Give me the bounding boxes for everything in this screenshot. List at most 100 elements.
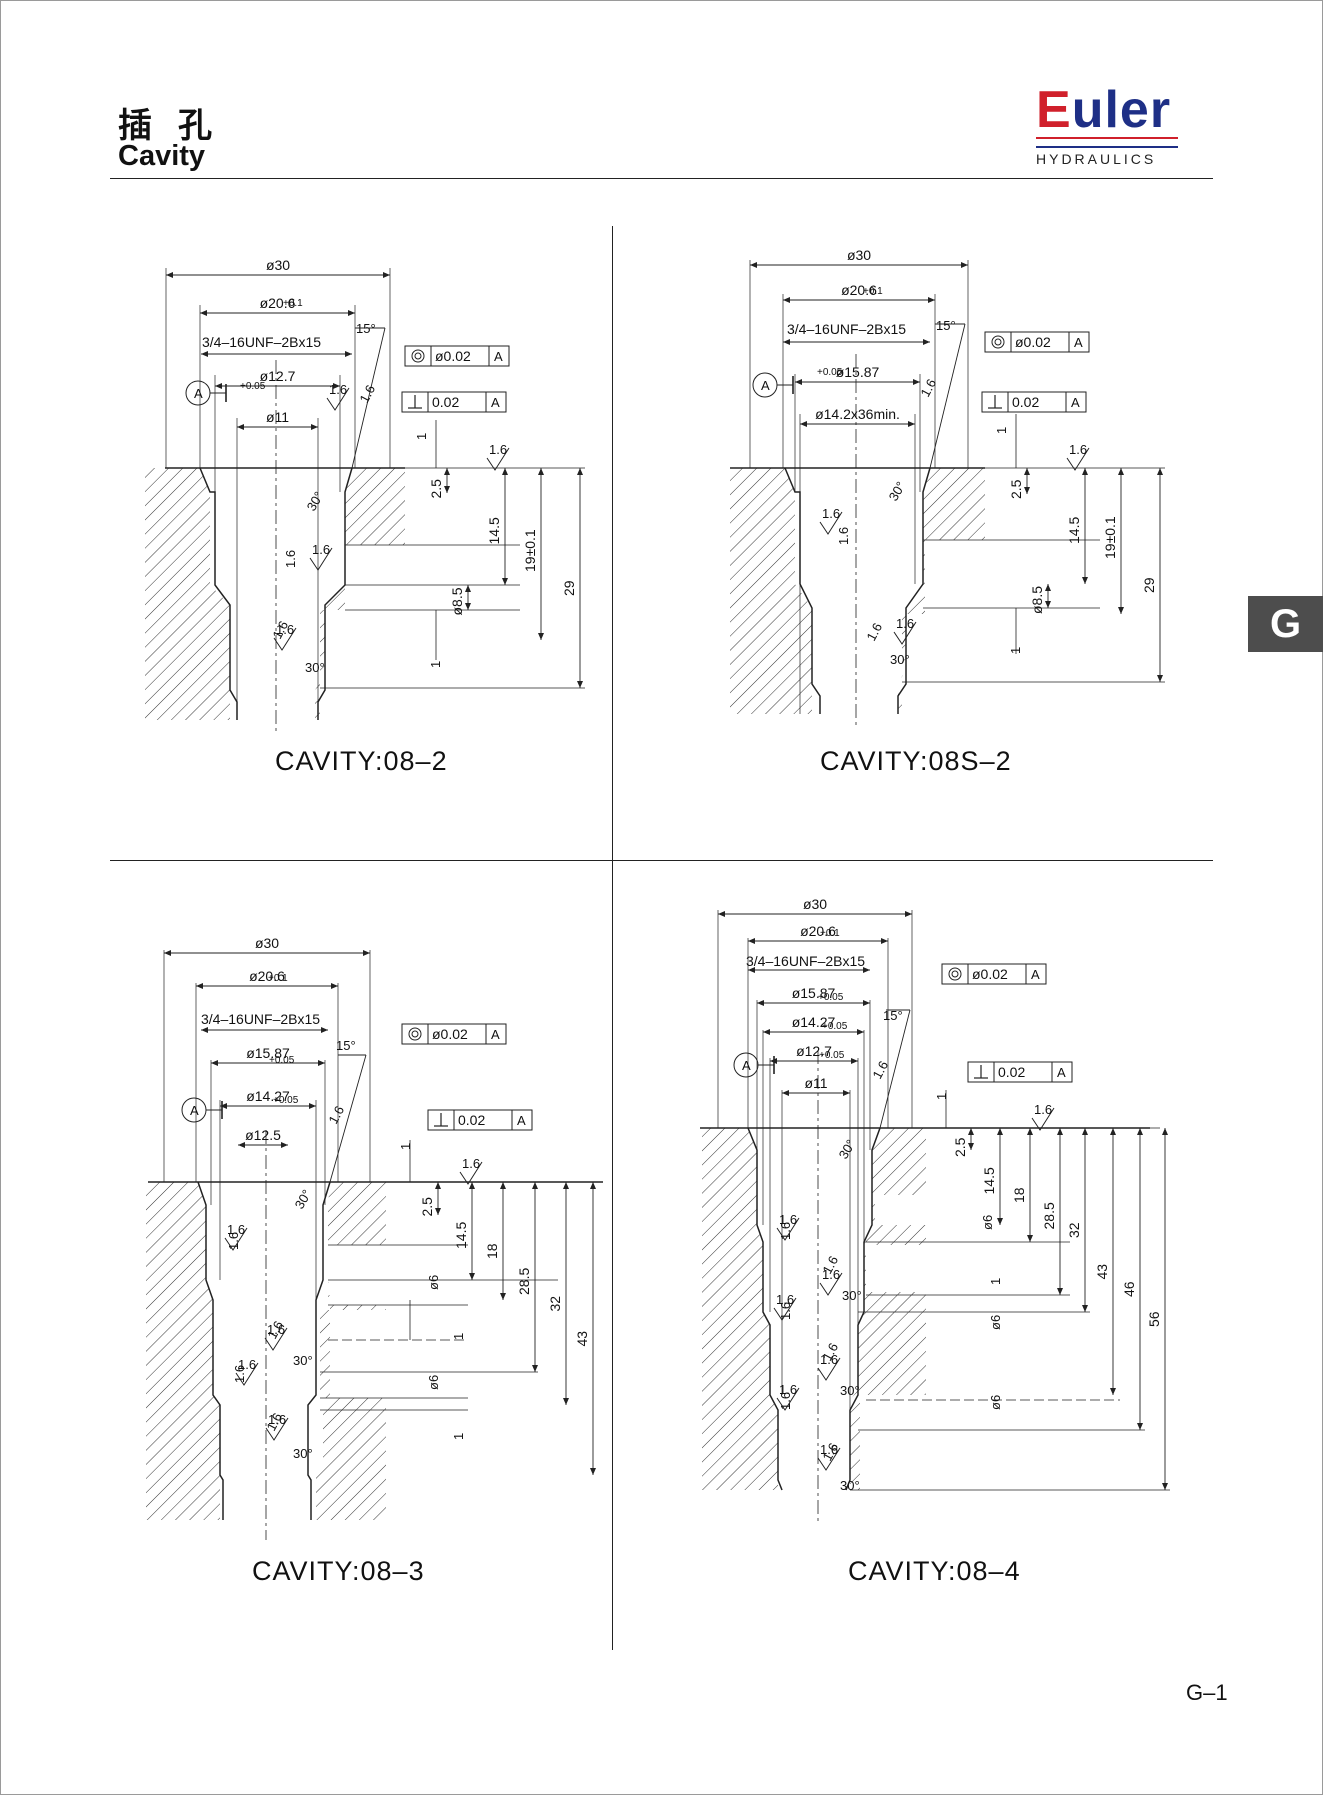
- label-h5: 29: [1141, 577, 1157, 593]
- surface-roughness-icon: [224, 1227, 248, 1251]
- feature-control-frame: [941, 963, 1047, 985]
- arrowhead: [961, 262, 968, 268]
- dimension-label: +0.05: [819, 1050, 845, 1061]
- dimension-label: +0.05: [240, 381, 266, 392]
- surface-roughness-icon: [773, 1297, 797, 1321]
- arrowhead: [435, 1182, 441, 1189]
- roughness-value: 1.6: [462, 1156, 480, 1171]
- taper-line: [929, 323, 966, 469]
- dimension-label: 1: [994, 427, 1009, 434]
- arrowhead: [211, 1060, 218, 1066]
- arrowhead: [1024, 487, 1030, 494]
- dimension-label: 1.6: [269, 618, 291, 641]
- dimension-label: 1: [1008, 647, 1023, 654]
- roughness-value: 1.6: [312, 542, 330, 557]
- perpendicularity-frame-datum: A: [1071, 395, 1080, 410]
- perpendicularity-frame-datum: A: [1057, 1065, 1066, 1080]
- dimension-label: ø6: [426, 1275, 441, 1290]
- arrowhead: [238, 1142, 245, 1148]
- arrowhead: [1082, 1128, 1088, 1135]
- surface-roughness-icon: [893, 621, 917, 645]
- arrowhead: [321, 1027, 328, 1033]
- angle-label: 30°: [886, 479, 909, 504]
- arrowhead: [1057, 1128, 1063, 1135]
- arrowhead: [201, 1027, 208, 1033]
- dimension-label: ø6: [988, 1315, 1003, 1330]
- bore-right-wall: [897, 467, 931, 714]
- hatched-material: [315, 468, 405, 720]
- dimension-label: 1.6: [863, 620, 885, 643]
- arrowhead: [469, 1273, 475, 1280]
- dimension-label: +0.05: [273, 1095, 299, 1106]
- angle-label: 30°: [305, 660, 325, 675]
- perpendicularity-frame-value: 0.02: [1012, 394, 1039, 410]
- concentricity-frame-datum: A: [491, 1027, 500, 1042]
- arrowhead: [968, 1128, 974, 1135]
- arrowhead: [281, 1142, 288, 1148]
- arrowhead: [309, 1103, 316, 1109]
- logo-stripes: [1036, 137, 1178, 148]
- feature-control-frame: [981, 391, 1087, 413]
- label-h4: 18: [484, 1243, 500, 1259]
- arrowhead: [1137, 1128, 1143, 1135]
- quadrant-divider-vertical: [612, 226, 613, 1650]
- dimension-label: +0.05: [822, 1021, 848, 1032]
- dimension-label: +0.1: [268, 973, 288, 984]
- hatched-material: [145, 468, 230, 720]
- dimension-label: 1: [414, 433, 429, 440]
- arrowhead: [196, 983, 203, 989]
- dimension-label: 1.6: [325, 1103, 347, 1126]
- surface-roughness-icon: [486, 447, 510, 471]
- hatched-material: [850, 1128, 926, 1490]
- label-d3: ø14.27: [792, 1014, 836, 1030]
- arrowhead: [1118, 468, 1124, 475]
- dimension-label: 1.6: [819, 1440, 841, 1463]
- label-h2: 2.5: [952, 1137, 968, 1157]
- arrowhead: [908, 421, 915, 427]
- dimension-label: ø6: [426, 1375, 441, 1390]
- arrowhead: [435, 1208, 441, 1215]
- arrowhead: [563, 1398, 569, 1405]
- arrowhead: [1082, 577, 1088, 584]
- arrowhead: [800, 421, 807, 427]
- roughness-value: 1.6: [1034, 1102, 1052, 1117]
- arrowhead: [237, 424, 244, 430]
- arrowhead: [1045, 584, 1051, 591]
- arrowhead: [851, 1058, 858, 1064]
- roughness-value: 1.6: [779, 1382, 797, 1397]
- arrowhead: [1157, 468, 1163, 475]
- arrowhead: [1157, 675, 1163, 682]
- arrowhead: [590, 1468, 596, 1475]
- taper-line: [329, 1054, 367, 1183]
- arrowhead: [863, 1000, 870, 1006]
- datum-label: A: [190, 1103, 199, 1118]
- label-d4: ø12.5: [245, 1127, 281, 1143]
- arrowhead: [783, 297, 790, 303]
- label-d2: ø15.87: [792, 985, 836, 1001]
- arrowhead: [968, 1143, 974, 1150]
- perpendicularity-frame-value: 0.02: [458, 1112, 485, 1128]
- arrowhead: [757, 1000, 764, 1006]
- label-d4: ø12.7: [796, 1043, 832, 1059]
- hatched-material: [146, 1182, 220, 1520]
- arrowhead: [220, 1103, 227, 1109]
- feature-control-frame: [401, 1023, 507, 1045]
- datum-label: A: [194, 386, 203, 401]
- bore-right-wall: [845, 1127, 881, 1491]
- label-d5: ø11: [804, 1075, 827, 1091]
- feature-control-frame: [984, 331, 1090, 353]
- dimension-label: 1.6: [232, 1365, 247, 1383]
- arrowhead: [748, 938, 755, 944]
- arrowhead: [590, 1182, 596, 1189]
- label-d1: ø20.6: [249, 968, 285, 984]
- arrowhead: [331, 983, 338, 989]
- arrowhead: [502, 468, 508, 475]
- roughness-value: 1.6: [238, 1357, 256, 1372]
- header-rule: [110, 178, 1213, 179]
- surface-roughness-icon: [273, 627, 297, 651]
- concentricity-icon: [948, 967, 962, 981]
- angle-label: 30°: [840, 1478, 860, 1493]
- dimension-label: +0.05: [818, 992, 844, 1003]
- dimension-label: 1: [934, 1093, 949, 1100]
